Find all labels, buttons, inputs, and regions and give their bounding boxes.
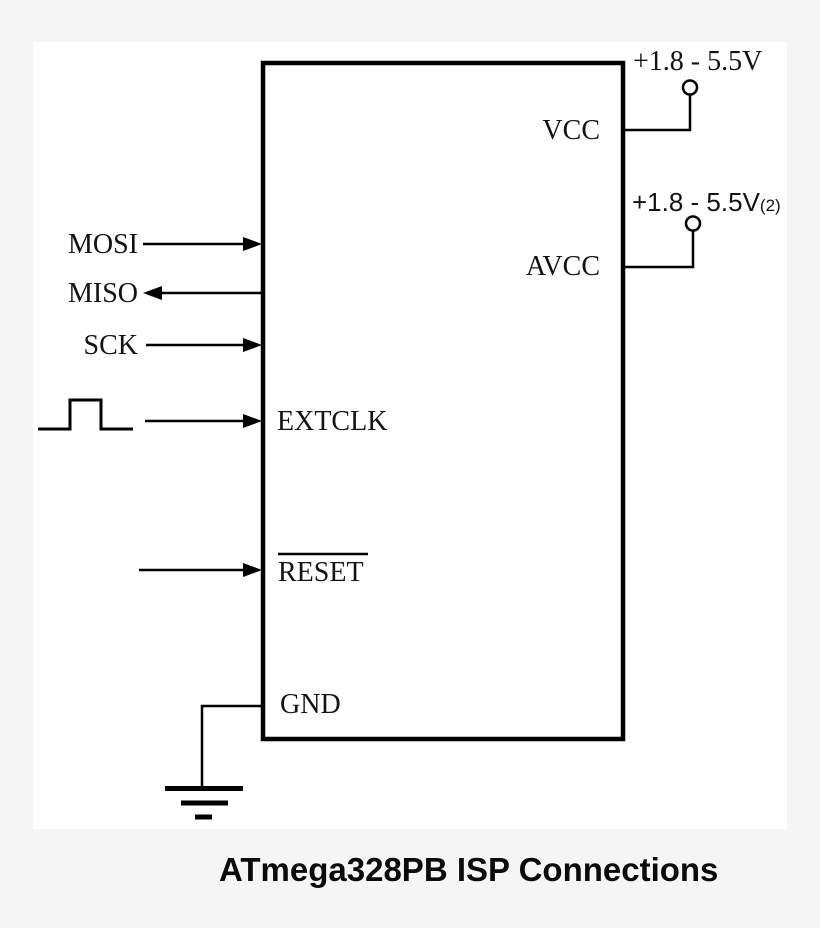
pin-label-avcc: AVCC	[525, 251, 600, 282]
avcc-terminal-icon	[684, 215, 702, 232]
avcc-supply-label: +1.8 - 5.5V(2)	[632, 189, 781, 219]
avcc-supply-value: +1.8 - 5.5V	[632, 187, 760, 217]
gnd-wire	[200, 704, 262, 786]
miso-arrow	[143, 286, 261, 300]
pin-label-extclk: EXTCLK	[277, 406, 388, 437]
pin-label-gnd: GND	[280, 689, 341, 720]
mosi-arrow	[143, 237, 262, 251]
vcc-wire	[625, 95, 692, 132]
avcc-wire	[625, 231, 695, 269]
pin-label-mosi: MOSI	[67, 229, 138, 260]
pin-label-reset: RESET	[278, 557, 364, 588]
vcc-supply-value: +1.8 - 5.5V	[633, 46, 763, 77]
extclk-arrow	[145, 414, 262, 428]
pin-label-vcc: VCC	[542, 115, 600, 146]
vcc-supply-label: +1.8 - 5.5V	[633, 48, 762, 79]
pin-label-sck: SCK	[83, 330, 138, 361]
ground-icon	[165, 786, 243, 820]
ic-outline	[260, 60, 626, 742]
reset-arrow	[139, 563, 262, 577]
pin-label-miso: MISO	[67, 278, 138, 309]
vcc-terminal-icon	[681, 79, 699, 96]
clock-pulse-icon	[38, 398, 133, 431]
diagram-caption: ATmega328PB ISP Connections	[219, 851, 719, 888]
avcc-supply-note: (2)	[759, 196, 781, 215]
sck-arrow	[146, 338, 262, 352]
